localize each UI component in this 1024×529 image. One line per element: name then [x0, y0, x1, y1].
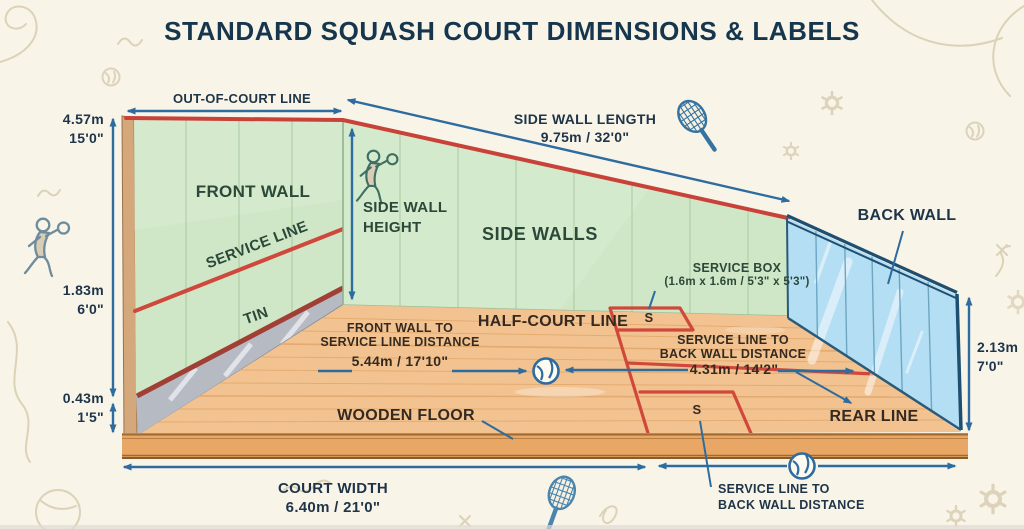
glass-back-wall: [786, 214, 963, 432]
running-player-icon: [23, 217, 71, 278]
court-structure: [121, 115, 968, 459]
service-box-near-marking: [638, 390, 755, 440]
squash-racket-icon: [672, 94, 725, 156]
title-part-3: DIMENSIONS & LABELS: [546, 16, 860, 46]
page-title: STANDARD SQUASH COURT DIMENSIONS & LABEL…: [0, 16, 1024, 47]
rear-line-pointer: [795, 371, 853, 404]
service-box-pointer: [648, 290, 656, 310]
back-wall-pointer: [887, 230, 904, 285]
wooden-floor-pointer: [481, 420, 514, 440]
title-part-2: SQUASH COURT: [320, 16, 539, 46]
dimension-arrows: [109, 98, 973, 488]
service-box-far-marking: [610, 306, 695, 332]
bottom-edge-strip: [0, 525, 1024, 529]
side-wall-length-arrow: [346, 98, 791, 203]
floor-skirt: [122, 433, 968, 459]
service-s-pointer: [699, 420, 712, 488]
service-line-marking: [133, 227, 345, 313]
squash-ball-icon: [788, 452, 816, 480]
squash-ball-icon: [532, 357, 560, 385]
squash-racket-icon: [536, 472, 579, 529]
title-part-1: STANDARD: [164, 16, 313, 46]
